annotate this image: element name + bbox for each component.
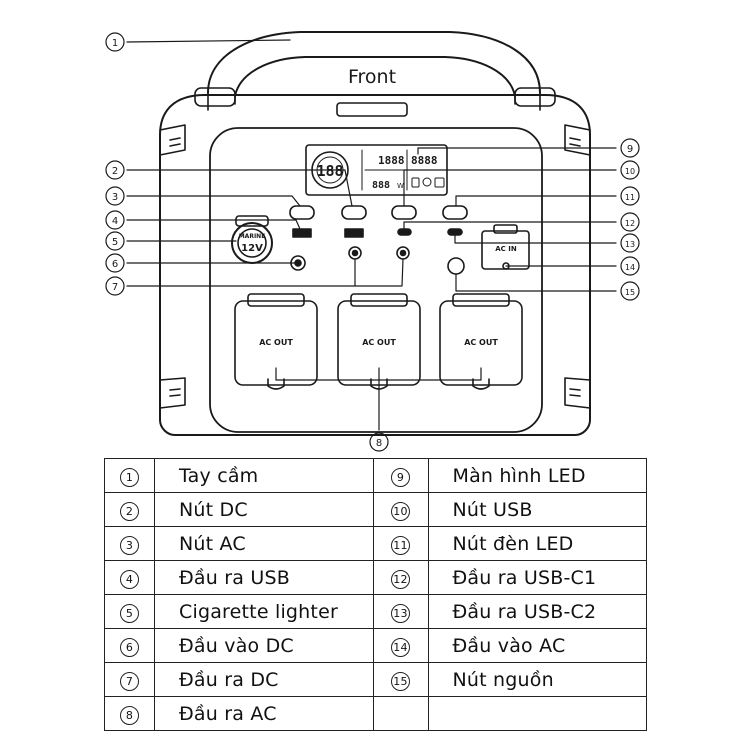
legend-number: 15 [372, 662, 429, 697]
callout-8: 8 [376, 438, 382, 449]
callout-10: 10 [625, 167, 635, 176]
legend-number: 4 [104, 560, 155, 595]
legend-row: 8 Đầu ra AC [104, 696, 647, 731]
lcd-unit: W [397, 182, 404, 190]
callout-numbers: 1 2 3 4 5 6 7 8 9 10 11 12 13 14 15 [112, 38, 635, 449]
lcd-output-watts: 8888 [411, 154, 438, 167]
12v-label: 12V [241, 243, 263, 254]
usb-output-ports[interactable] [292, 228, 364, 238]
legend-table: 1 Tay cầm 9 Màn hình LED 2 Nút DC 10 Nút… [104, 458, 647, 731]
legend-label: Đầu ra USB-C2 [427, 594, 647, 629]
legend-label: Nút DC [154, 492, 374, 527]
callout-1: 1 [112, 38, 118, 49]
legend-label: Đầu ra USB-C1 [427, 560, 647, 595]
ac-outlet-1[interactable] [234, 293, 318, 390]
callout-4: 4 [112, 216, 118, 227]
callout-3: 3 [112, 192, 118, 203]
legend-label: Nút nguồn [427, 662, 647, 697]
legend-label: Cigarette lighter [154, 594, 374, 629]
legend-number: 5 [104, 594, 155, 629]
legend-label: Đầu vào DC [154, 628, 374, 663]
legend-row: 1 Tay cầm 9 Màn hình LED [104, 458, 647, 493]
legend-number: 9 [372, 458, 429, 493]
legend-label: Đầu ra DC [154, 662, 374, 697]
legend-number: 12 [372, 560, 429, 595]
legend-row: 3 Nút AC 11 Nút đèn LED [104, 526, 647, 561]
callout-13: 13 [625, 240, 635, 249]
lcd-main-digits: 188 [316, 162, 343, 180]
ac-out-label-2: AC OUT [362, 338, 396, 347]
power-station-diagram: Front 188 1888 8888 888 W [105, 31, 640, 452]
ac-out-label-3: AC OUT [464, 338, 498, 347]
callout-15: 15 [625, 288, 635, 297]
legend-label: Nút đèn LED [427, 526, 647, 561]
callout-leader-lines [126, 39, 617, 431]
power-button[interactable] [447, 257, 465, 275]
lcd-time-digits: 888 [372, 180, 390, 191]
legend-number: 13 [372, 594, 429, 629]
legend-label: Đầu ra AC [154, 696, 374, 731]
callout-11: 11 [625, 193, 635, 202]
dc-output-ports[interactable] [348, 246, 410, 260]
led-light-button[interactable] [442, 205, 468, 220]
callout-markers [105, 32, 640, 452]
legend-row: 2 Nút DC 10 Nút USB [104, 492, 647, 527]
legend-label: Nút USB [427, 492, 647, 527]
legend-number-empty [372, 696, 429, 731]
legend-row: 4 Đầu ra USB 12 Đầu ra USB-C1 [104, 560, 647, 595]
legend-number: 2 [104, 492, 155, 527]
legend-row: 7 Đầu ra DC 15 Nút nguồn [104, 662, 647, 697]
legend-number: 6 [104, 628, 155, 663]
callout-9: 9 [627, 144, 633, 155]
legend-number: 7 [104, 662, 155, 697]
legend-label-empty [427, 696, 647, 731]
ac-outlet-3[interactable] [439, 293, 523, 390]
legend-label: Tay cầm [154, 458, 374, 493]
legend-number: 11 [372, 526, 429, 561]
legend-number: 3 [104, 526, 155, 561]
ac-button[interactable] [289, 205, 315, 220]
usb-button[interactable] [391, 205, 417, 220]
callout-14: 14 [625, 263, 635, 272]
top-slot [336, 102, 408, 117]
legend-label: Đầu ra USB [154, 560, 374, 595]
legend-row: 5 Cigarette lighter 13 Đầu ra USB-C2 [104, 594, 647, 629]
front-label: Front [348, 66, 396, 88]
marine-label: MARINE [239, 233, 266, 240]
ac-in-label: AC IN [495, 245, 517, 253]
dc-button[interactable] [341, 205, 367, 220]
ac-out-label-1: AC OUT [259, 338, 293, 347]
legend-label: Nút AC [154, 526, 374, 561]
lcd-input-watts: 1888 [378, 154, 405, 167]
callout-2: 2 [112, 166, 118, 177]
callout-7: 7 [112, 282, 118, 293]
legend-number: 8 [104, 696, 155, 731]
legend-row: 6 Đầu vào DC 14 Đầu vào AC [104, 628, 647, 663]
lcd-status-icons [411, 177, 445, 188]
ac-input-port[interactable] [481, 224, 530, 270]
legend-label: Màn hình LED [427, 458, 647, 493]
usb-c1-port[interactable] [397, 228, 412, 236]
callout-5: 5 [112, 237, 118, 248]
legend-label: Đầu vào AC [427, 628, 647, 663]
legend-number: 14 [372, 628, 429, 663]
legend-number: 10 [372, 492, 429, 527]
legend-number: 1 [104, 458, 155, 493]
callout-6: 6 [112, 259, 118, 270]
device-body [159, 94, 591, 436]
callout-12: 12 [625, 219, 635, 228]
